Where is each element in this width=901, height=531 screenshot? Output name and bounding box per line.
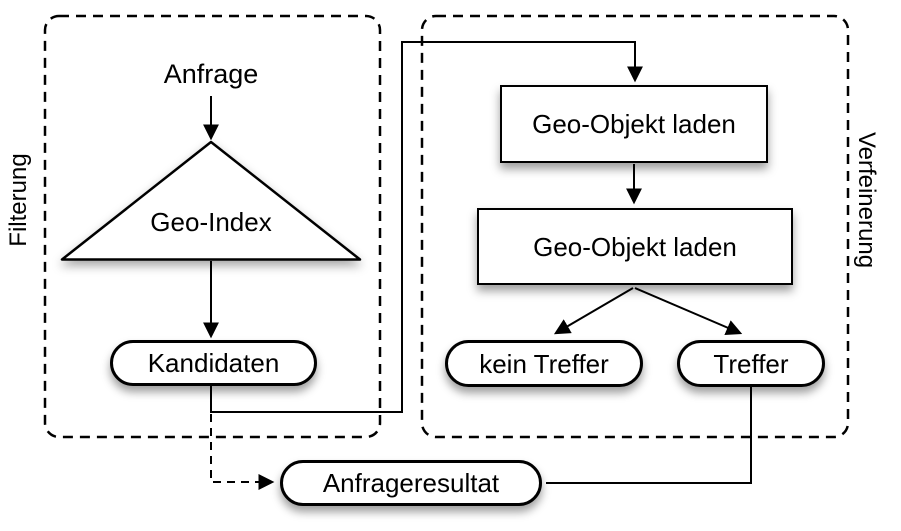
group-verfeinerung-border	[420, 14, 850, 439]
label-anfrage: Anfrage	[163, 59, 259, 89]
geo-index-triangle	[60, 140, 362, 261]
box-geo-objekt-laden-2-label: Geo-Objekt laden	[533, 231, 737, 262]
edge-kandidaten-to-anfrageresultat-dashed	[210, 414, 275, 490]
group-label-verfeinerung: Verfeinerung	[853, 131, 880, 269]
pill-treffer: Treffer	[677, 340, 825, 387]
box-geo-objekt-laden-1: Geo-Objekt laden	[500, 85, 768, 163]
pill-anfrageresultat: Anfrageresultat	[280, 460, 542, 506]
label-geo-index: Geo-Index	[150, 207, 272, 237]
box-geo-objekt-laden-2: Geo-Objekt laden	[477, 208, 793, 285]
edge-geo-objekt-laden-2-to-kein-treffer	[553, 287, 634, 335]
pill-kandidaten-label: Kandidaten	[147, 348, 280, 378]
pill-kandidaten: Kandidaten	[110, 340, 317, 386]
edge-geo-objekt-laden-2-to-treffer	[634, 287, 743, 335]
pill-kein-treffer: kein Treffer	[445, 340, 643, 387]
group-filterung-border	[43, 14, 382, 439]
pill-treffer-label: Treffer	[713, 348, 789, 379]
pill-anfrageresultat-label: Anfrageresultat	[322, 468, 500, 498]
edge-kandidaten-to-geo-objekt-laden-1	[210, 41, 643, 413]
pill-kein-treffer-label: kein Treffer	[479, 348, 609, 379]
edge-treffer-to-anfrageresultat	[546, 386, 752, 484]
box-geo-objekt-laden-1-label: Geo-Objekt laden	[532, 109, 736, 139]
group-label-filterung: Filterung	[5, 153, 32, 247]
